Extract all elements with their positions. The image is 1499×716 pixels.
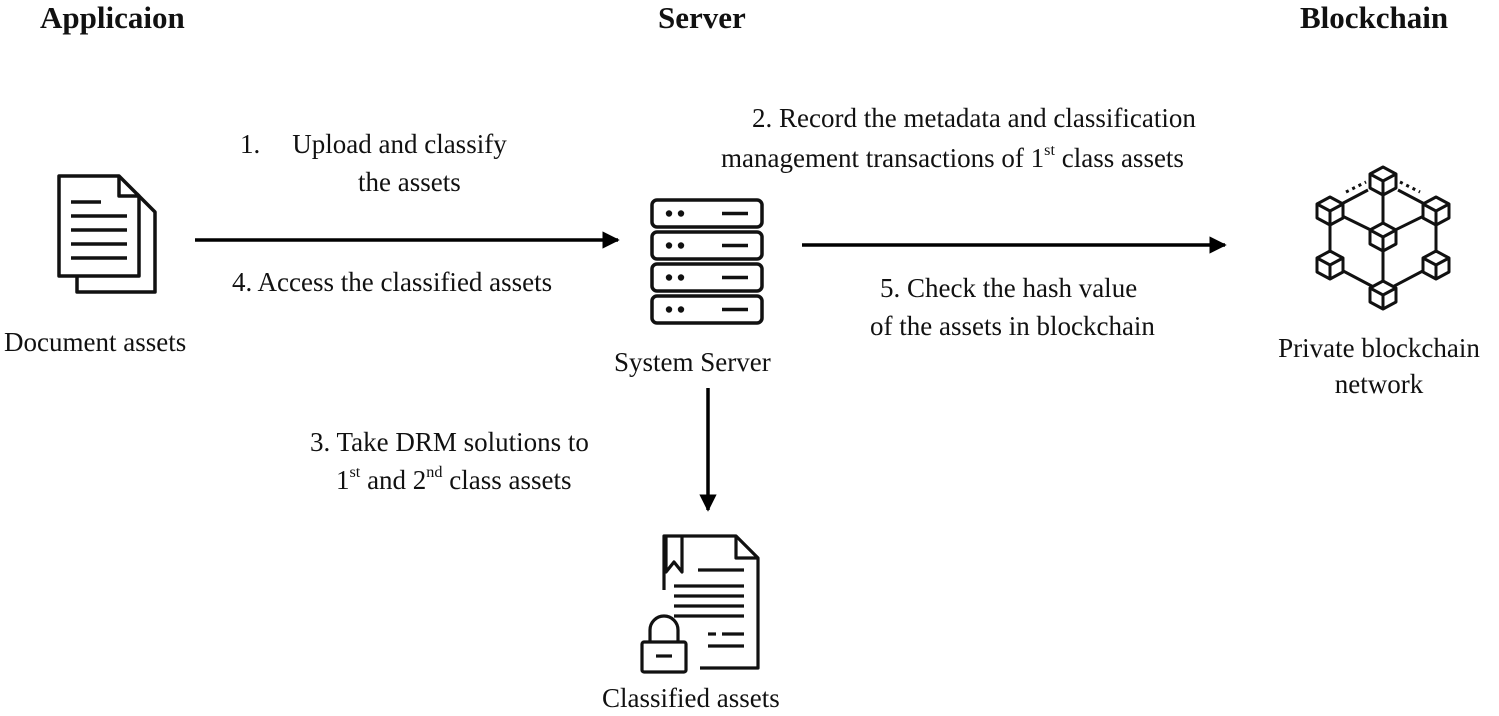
document-assets-label: Document assets [4,327,187,357]
step-1-number: 1. [240,129,261,159]
step-3-line2-b: and 2 [360,465,427,495]
header-server: Server [658,0,746,35]
blockchain-network-icon [1308,162,1458,322]
private-blockchain-label-line2: network [1334,369,1424,399]
step-1-text: Upload and classify [292,129,507,159]
server-icon [648,196,768,336]
step-2-line2: management transactions of 1st class ass… [721,140,1184,176]
step-5-line1: 5. Check the hash value [880,273,1138,303]
classified-assets-label: Classified assets [602,683,780,713]
documents-icon [55,172,160,302]
header-application: Applicaion [40,0,185,35]
step-4-label: 4. Access the classified assets [232,267,553,297]
step-2-sup: st [1044,140,1055,159]
step-3-line2-a: 1 [336,465,350,495]
private-blockchain-label-line1: Private blockchain [1278,333,1480,363]
system-server-label: System Server [614,347,771,377]
step-3-line2-c: class assets [442,465,572,495]
step-3-sup2: nd [426,462,443,481]
step-2-line2-post: class assets [1054,143,1184,173]
step-3-line2: 1st and 2nd class assets [336,462,571,498]
private-blockchain-label: Private blockchain network [1259,330,1499,402]
step-3-line1: 3. Take DRM solutions to [310,427,589,457]
header-blockchain: Blockchain [1300,0,1449,35]
step-1-label: 1. Upload and classify [240,126,507,162]
step-2-line1: 2. Record the metadata and classificatio… [752,103,1196,133]
step-3-sup1: st [349,462,361,481]
step-1-line2: the assets [358,167,461,197]
step-5-line2: of the assets in blockchain [870,311,1155,341]
locked-document-icon [636,530,771,680]
step-2-line2-pre: management transactions of 1 [721,143,1045,173]
